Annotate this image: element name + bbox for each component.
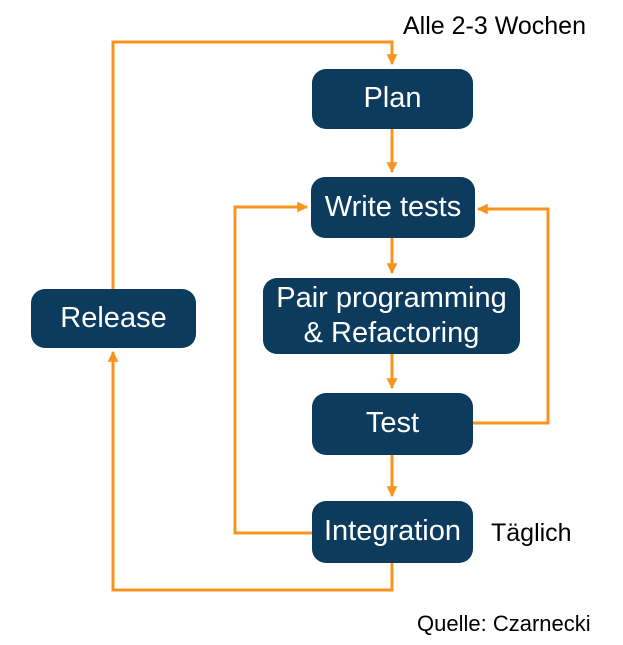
connector-release-to-plan: [111, 40, 398, 289]
connector-integration-to-write-tests: [233, 201, 312, 535]
node-integration: Integration: [312, 501, 473, 563]
node-pair-programming-label-line2: & Refactoring: [303, 317, 480, 349]
node-write-tests: Write tests: [311, 177, 475, 238]
source-credit-label: Quelle: Czarnecki: [417, 611, 591, 636]
connector-integration-to-release: [107, 350, 394, 592]
node-pair-programming: Pair programming & Refactoring: [263, 278, 520, 354]
node-plan-label: Plan: [363, 82, 422, 115]
node-write-tests-label: Write tests: [324, 190, 462, 223]
cycle-duration-label: Alle 2-3 Wochen: [403, 12, 586, 40]
node-release: Release: [31, 289, 196, 348]
connector-test-to-write-tests: [473, 203, 550, 425]
daily-label: Täglich: [491, 519, 572, 547]
node-test: Test: [312, 393, 473, 455]
node-pair-programming-label-line1: Pair programming: [276, 281, 507, 314]
node-integration-label: Integration: [323, 515, 462, 548]
node-plan: Plan: [312, 69, 473, 129]
node-release-label: Release: [60, 301, 167, 334]
node-test-label: Test: [365, 407, 420, 440]
